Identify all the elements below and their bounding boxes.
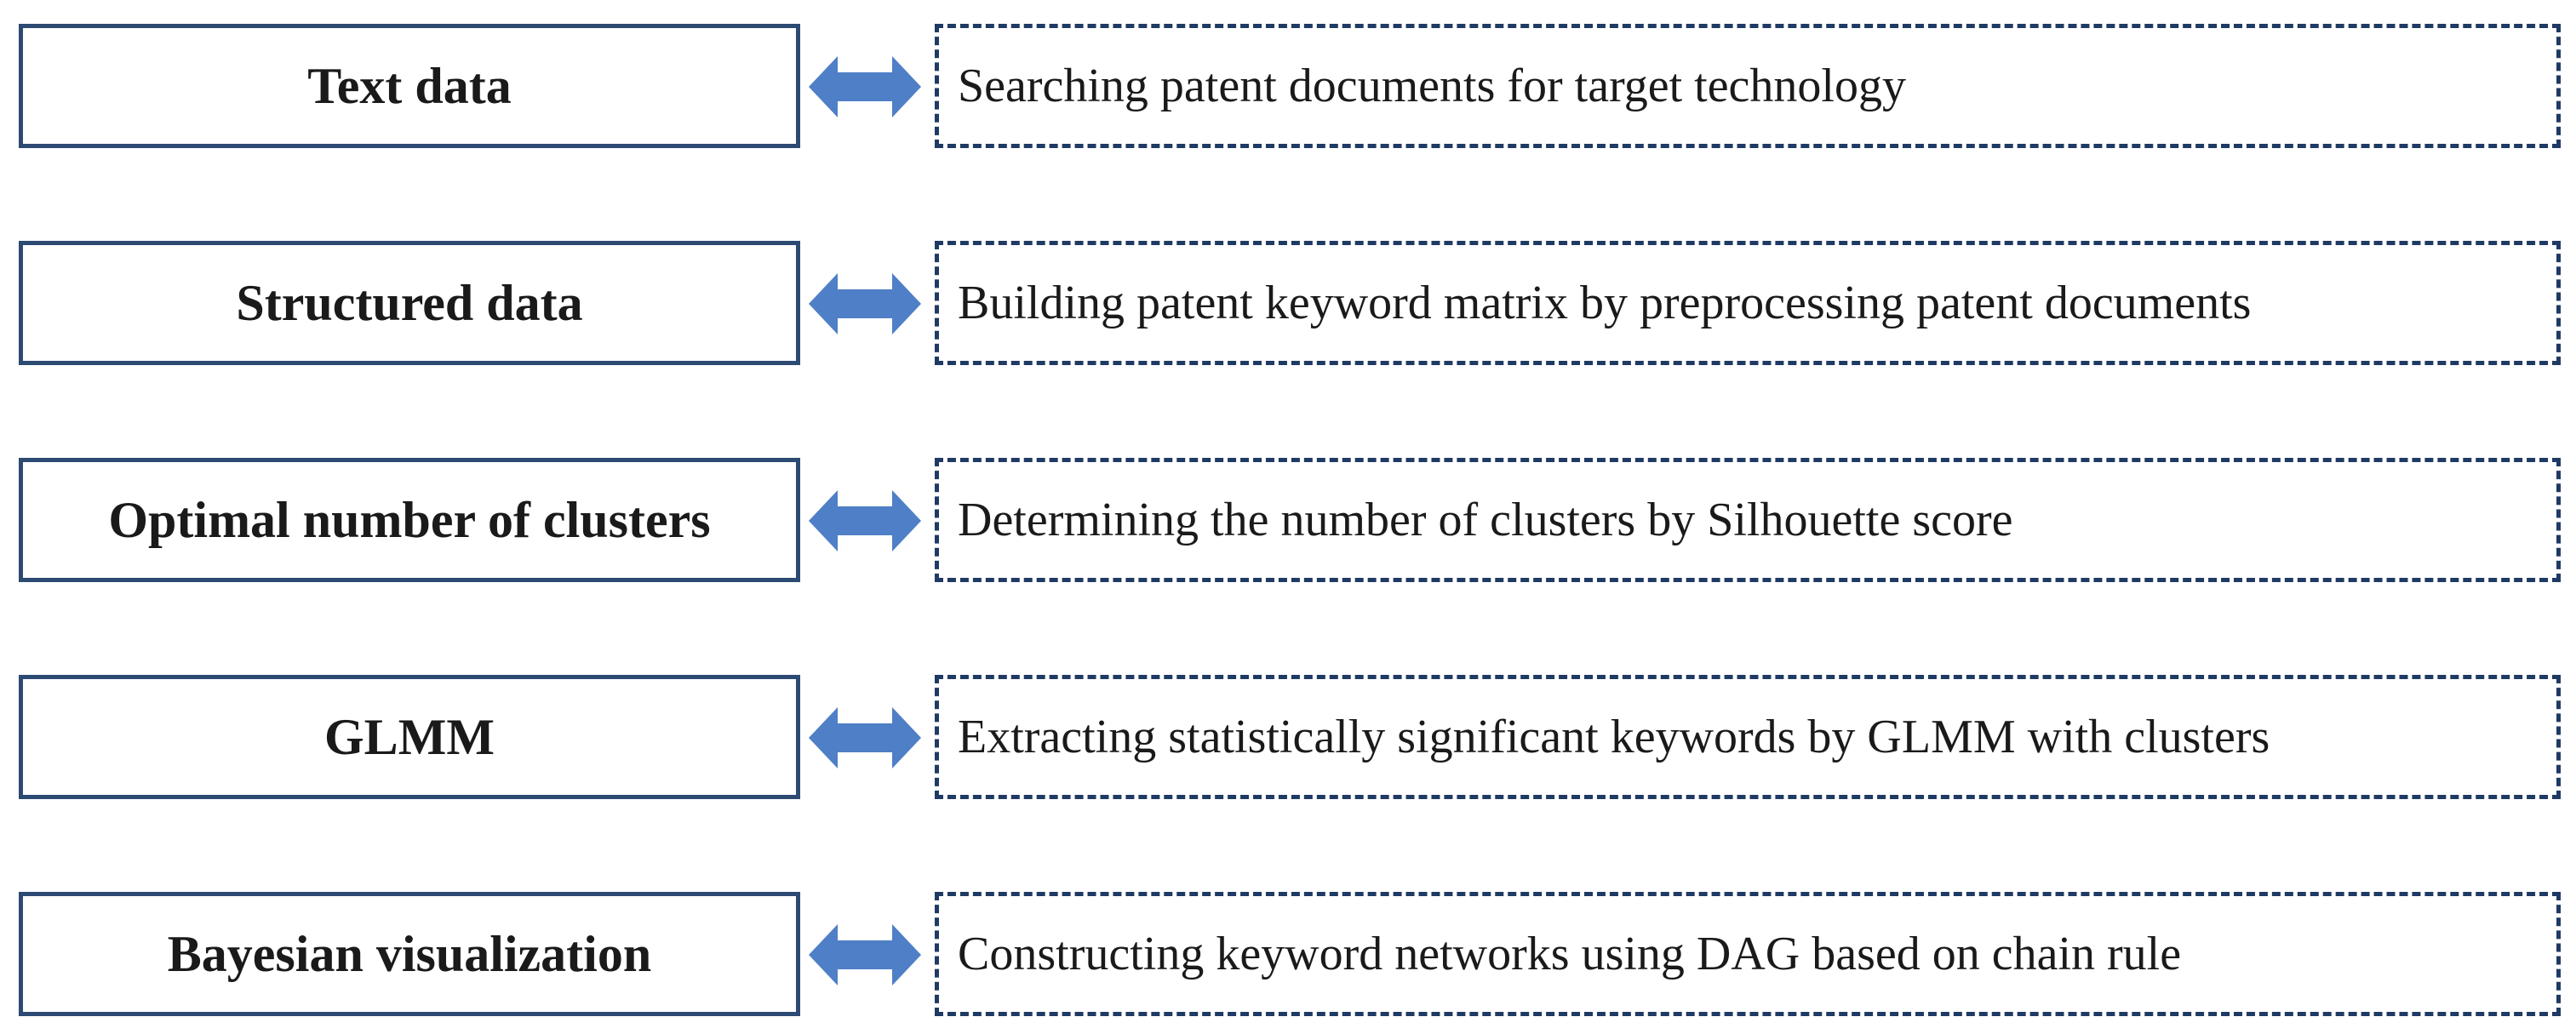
description-label: Constructing keyword networks using DAG … [958,928,2182,980]
description-label: Searching patent documents for target te… [958,60,1906,112]
description-box: Extracting statistically significant key… [935,675,2561,799]
stage-label: Optimal number of clusters [108,491,711,548]
description-box: Building patent keyword matrix by prepro… [935,241,2561,365]
stage-box: GLMM [19,675,800,799]
description-box: Determining the number of clusters by Si… [935,458,2561,582]
stage-box: Structured data [19,241,800,365]
double-headed-arrow-icon [809,924,921,985]
stage-label: Text data [307,57,512,114]
step-row-bayesian-visualization: Bayesian visualization Constructing keyw… [0,892,2576,1020]
stage-box: Text data [19,24,800,148]
description-label: Extracting statistically significant key… [958,711,2270,763]
description-label: Building patent keyword matrix by prepro… [958,277,2252,329]
stage-label: Bayesian visualization [167,925,652,982]
double-headed-arrow-icon [809,56,921,117]
description-box: Constructing keyword networks using DAG … [935,892,2561,1016]
description-label: Determining the number of clusters by Si… [958,494,2013,546]
description-box: Searching patent documents for target te… [935,24,2561,148]
step-row-glmm: GLMM Extracting statistically significan… [0,675,2576,803]
step-row-text-data: Text data Searching patent documents for… [0,24,2576,151]
stage-label: Structured data [236,274,583,331]
double-headed-arrow-icon [809,707,921,768]
step-row-structured-data: Structured data Building patent keyword … [0,241,2576,368]
stage-box: Bayesian visualization [19,892,800,1016]
double-headed-arrow-icon [809,490,921,551]
double-headed-arrow-icon [809,273,921,334]
stage-label: GLMM [324,708,495,765]
step-row-optimal-clusters: Optimal number of clusters Determining t… [0,458,2576,586]
stage-box: Optimal number of clusters [19,458,800,582]
